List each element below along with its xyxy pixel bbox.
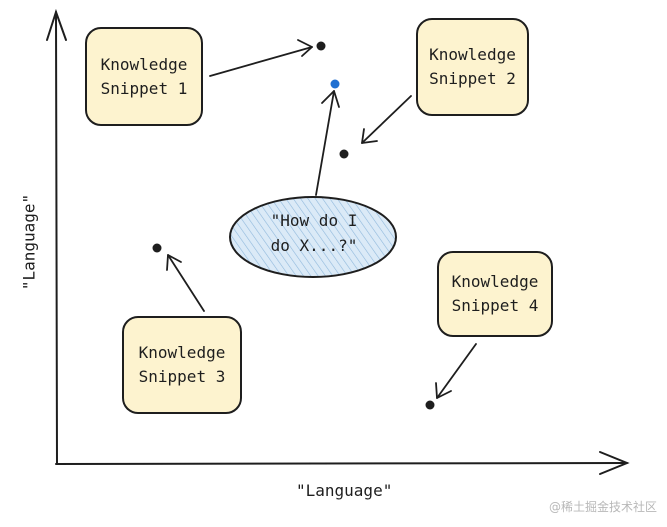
query-bubble — [229, 196, 397, 278]
query-point — [330, 79, 340, 89]
query-line2: do X...?" — [270, 236, 358, 255]
query-text: "How do I do X...?" — [232, 208, 396, 258]
x-axis-label: "Language" — [296, 481, 393, 500]
snippet-3-point — [152, 243, 162, 253]
snippet-1-point — [316, 41, 326, 51]
arrow-snippet2-to-point — [361, 95, 412, 144]
snippet-1-line1: Knowledge — [100, 54, 188, 74]
y-axis-label: "Language" — [19, 193, 39, 291]
snippet-3-line2: Snippet 3 — [138, 367, 226, 386]
arrow-snippet3-to-point — [166, 254, 205, 312]
snippet-4-line2: Snippet 4 — [451, 296, 539, 315]
snippet-2-point — [339, 149, 349, 159]
knowledge-snippet-1-box: Knowledge Snippet 1 — [85, 27, 203, 126]
arrow-snippet1-to-point — [209, 39, 313, 77]
watermark: @稀土掘金技术社区 — [548, 500, 657, 514]
arrow-snippet4-to-point — [435, 343, 477, 399]
query-line1: "How do I — [270, 211, 358, 230]
y-axis — [46, 8, 67, 465]
snippet-2-line2: Snippet 2 — [429, 69, 516, 88]
knowledge-snippet-3-box: Knowledge Snippet 3 — [122, 316, 242, 414]
knowledge-snippet-4-box: Knowledge Snippet 4 — [437, 251, 553, 337]
x-axis — [55, 451, 630, 475]
snippet-2-line1: Knowledge — [429, 45, 516, 64]
snippet-1-line2: Snippet 1 — [100, 78, 188, 98]
snippet-4-line1: Knowledge — [451, 272, 539, 291]
snippet-4-point — [425, 400, 435, 410]
knowledge-snippet-2-box: Knowledge Snippet 2 — [416, 18, 529, 116]
snippet-3-line1: Knowledge — [138, 343, 226, 362]
arrow-query-to-point — [315, 90, 340, 196]
